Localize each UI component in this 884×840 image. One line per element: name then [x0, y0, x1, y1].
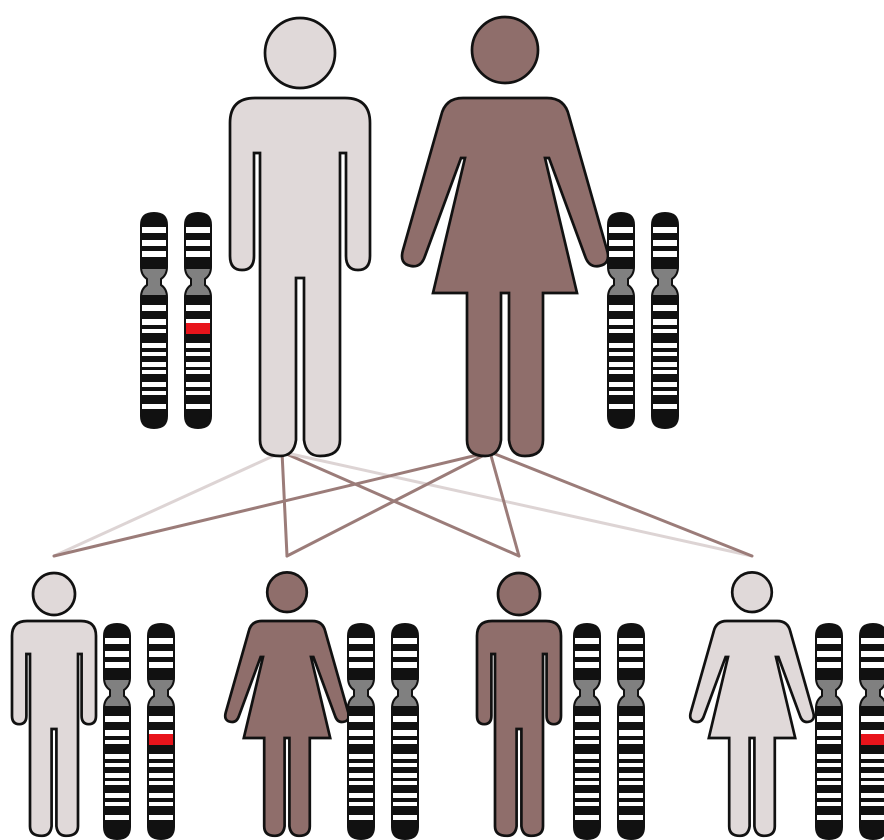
child-1-male-figure-icon [12, 573, 96, 836]
inheritance-line-father-child-2 [282, 452, 287, 556]
child-2-group [225, 572, 418, 839]
father-mutation-band [186, 323, 210, 334]
child-3-chromosome-2 [618, 624, 644, 839]
child-4-female-figure-icon [690, 572, 814, 835]
child-2-chromosome-1 [348, 624, 374, 839]
child-2-female-figure-icon [225, 572, 349, 835]
child-2-chromosome-2 [392, 624, 418, 839]
child-3-group [477, 573, 644, 839]
child-1-chromosome-2 [148, 624, 174, 839]
inheritance-lines [54, 452, 752, 556]
child-4-group [690, 572, 884, 839]
mother-chromosome-1 [608, 213, 634, 428]
child-4-chromosome-2 [860, 624, 884, 839]
child-3-chromosome-1 [574, 624, 600, 839]
father-chromosome-2 [185, 213, 211, 428]
father-group [141, 18, 370, 456]
inheritance-line-father-child-4 [282, 452, 752, 556]
family-members [12, 17, 884, 839]
father-chromosome-1 [141, 213, 167, 428]
child-3-male-figure-icon [477, 573, 561, 836]
child-1-chromosome-1 [104, 624, 130, 839]
inheritance-line-mother-child-4 [490, 452, 752, 556]
inheritance-line-father-child-1 [54, 452, 282, 556]
father-male-figure-icon [230, 18, 370, 456]
mother-group [402, 17, 678, 456]
child-1-mutation-band [149, 734, 173, 745]
inheritance-line-mother-child-1 [54, 452, 490, 556]
child-4-chromosome-1 [816, 624, 842, 839]
child-4-mutation-band [861, 734, 884, 745]
mother-female-figure-icon [402, 17, 608, 456]
child-1-group [12, 573, 174, 839]
mother-chromosome-2 [652, 213, 678, 428]
